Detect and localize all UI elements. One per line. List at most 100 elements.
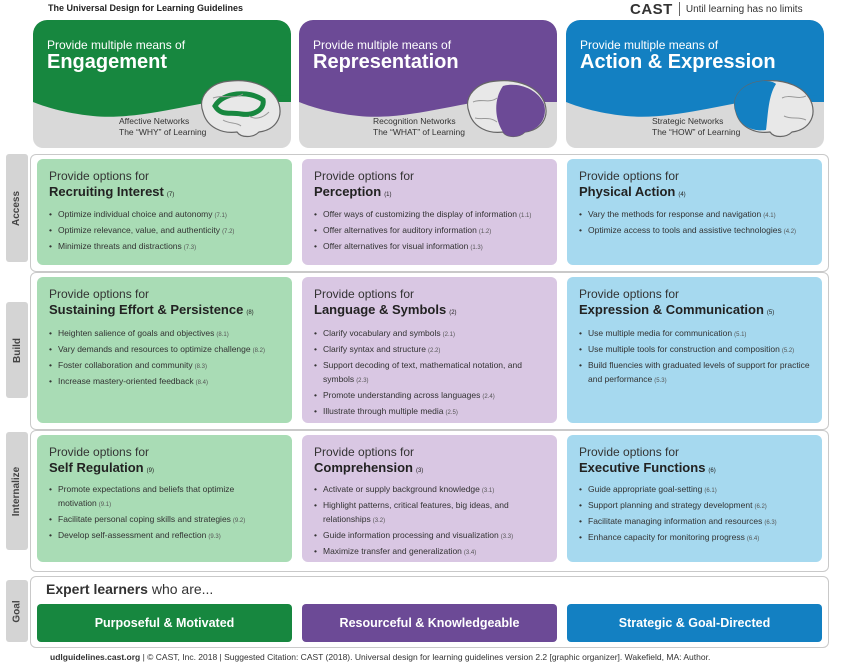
checkpoint-text: Clarify syntax and structure bbox=[323, 344, 426, 354]
checkpoint-item: Activate or supply background knowledge(… bbox=[314, 482, 524, 498]
row-label-text: Goal bbox=[11, 599, 23, 623]
checkpoint-ref: (4.2) bbox=[783, 229, 797, 235]
checkpoint-ref: (5.3) bbox=[654, 378, 667, 384]
checkpoint-ref: (7.3) bbox=[183, 245, 197, 251]
checkpoint-item: Support decoding of text, mathematical n… bbox=[314, 358, 539, 388]
guideline-title: Expression & Communication(5) bbox=[579, 302, 774, 317]
guideline-kicker: Provide options for bbox=[579, 445, 680, 459]
network-sub: The “WHAT” of Learning bbox=[373, 127, 465, 137]
footer-site-link[interactable]: udlguidelines.cast.org bbox=[50, 652, 141, 662]
checkpoint-ref: (3.3) bbox=[500, 534, 514, 540]
principle-title: Action & Expression bbox=[580, 51, 776, 73]
outcome-strategic-goal-directed: Strategic & Goal-Directed bbox=[567, 604, 822, 642]
row-label-build: Build bbox=[6, 302, 28, 398]
checkpoint-text: Maximize transfer and generalization bbox=[323, 546, 462, 556]
guideline-ref: (6) bbox=[708, 468, 716, 474]
principle-kicker: Provide multiple means of bbox=[313, 38, 452, 52]
checkpoint-item: Vary the methods for response and naviga… bbox=[579, 207, 819, 223]
guideline-title: Executive Functions(6) bbox=[579, 460, 716, 475]
checkpoint-ref: (9.1) bbox=[98, 502, 112, 508]
checkpoint-ref: (3.2) bbox=[372, 518, 386, 524]
checkpoint-ref: (1.3) bbox=[470, 245, 483, 251]
guideline-recruiting-interest: Provide options for Recruiting Interest(… bbox=[37, 159, 292, 265]
guideline-title: Self Regulation(9) bbox=[49, 460, 154, 475]
checkpoint-ref: (2.4) bbox=[482, 394, 495, 400]
checkpoint-item: Develop self-assessment and reflection(9… bbox=[49, 528, 239, 544]
checkpoint-ref: (3.1) bbox=[481, 488, 495, 494]
checkpoint-text: Increase mastery-oriented feedback bbox=[58, 376, 194, 386]
checkpoint-item: Guide information processing and visuali… bbox=[314, 528, 524, 544]
checkpoint-text: Offer ways of customizing the display of… bbox=[323, 209, 518, 219]
checkpoint-item: Guide appropriate goal-setting(6.1) bbox=[579, 482, 817, 498]
footer-text: | © CAST, Inc. 2018 | Suggested Citation… bbox=[140, 652, 711, 662]
checkpoint-ref: (2.2) bbox=[427, 348, 441, 354]
guideline-title-text: Perception bbox=[314, 184, 382, 199]
checkpoint-text: Promote understanding across languages bbox=[323, 390, 481, 400]
checkpoint-text: Guide appropriate goal-setting bbox=[588, 484, 703, 494]
guideline-physical-action: Provide options for Physical Action(4) V… bbox=[567, 159, 822, 265]
row-label-internalize: Internalize bbox=[6, 432, 28, 550]
guideline-title: Recruiting Interest(7) bbox=[49, 184, 174, 199]
checkpoint-text: Use multiple media for communication bbox=[588, 328, 733, 338]
guideline-expression-communication: Provide options for Expression & Communi… bbox=[567, 277, 822, 423]
checkpoint-item: Offer ways of customizing the display of… bbox=[314, 207, 554, 223]
brain-affective-icon bbox=[201, 80, 281, 138]
brain-strategic-icon bbox=[734, 80, 814, 138]
checkpoint-text: Support planning and strategy developmen… bbox=[588, 500, 753, 510]
checkpoint-ref: (2.1) bbox=[442, 332, 455, 338]
checkpoint-item: Use multiple media for communication(5.1… bbox=[579, 326, 814, 342]
network-sub: The “HOW” of Learning bbox=[652, 127, 741, 137]
row-label-text: Internalize bbox=[11, 466, 23, 516]
guideline-title: Comprehension(3) bbox=[314, 460, 423, 475]
checkpoint-ref: (2.5) bbox=[445, 410, 458, 416]
principle-header-engagement: Provide multiple means of Engagement Aff… bbox=[33, 20, 291, 148]
guideline-ref: (3) bbox=[415, 468, 424, 474]
checkpoint-item: Optimize individual choice and autonomy(… bbox=[49, 207, 289, 223]
checkpoint-item: Clarify syntax and structure(2.2) bbox=[314, 342, 539, 358]
guideline-ref: (9) bbox=[146, 468, 154, 474]
checkpoint-item: Illustrate through multiple media(2.5) bbox=[314, 404, 539, 420]
checkpoint-text: Promote expectations and beliefs that op… bbox=[58, 484, 235, 508]
checkpoint-ref: (6.4) bbox=[746, 536, 760, 542]
brand-name: CAST bbox=[630, 0, 673, 18]
checkpoint-list: Vary the methods for response and naviga… bbox=[579, 207, 819, 239]
guideline-title-text: Executive Functions bbox=[579, 460, 706, 475]
checkpoint-text: Facilitate managing information and reso… bbox=[588, 516, 763, 526]
checkpoint-item: Enhance capacity for monitoring progress… bbox=[579, 530, 817, 546]
guideline-kicker: Provide options for bbox=[49, 445, 150, 459]
guideline-title-text: Language & Symbols bbox=[314, 302, 447, 317]
checkpoint-text: Vary the methods for response and naviga… bbox=[588, 209, 762, 219]
guideline-title-text: Expression & Communication bbox=[579, 302, 764, 317]
network-label: Recognition Networks The “WHAT” of Learn… bbox=[373, 116, 465, 138]
document-title: The Universal Design for Learning Guidel… bbox=[48, 3, 244, 13]
principle-header-representation: Provide multiple means of Representation… bbox=[299, 20, 557, 148]
checkpoint-item: Minimize threats and distractions(7.3) bbox=[49, 239, 289, 255]
checkpoint-text: Highlight patterns, critical features, b… bbox=[323, 500, 509, 524]
checkpoint-text: Develop self-assessment and reflection bbox=[58, 530, 207, 540]
guideline-kicker: Provide options for bbox=[579, 169, 680, 183]
row-label-access: Access bbox=[6, 154, 28, 262]
principle-kicker: Provide multiple means of bbox=[580, 38, 719, 52]
checkpoint-text: Offer alternatives for visual informatio… bbox=[323, 241, 469, 251]
checkpoint-item: Highlight patterns, critical features, b… bbox=[314, 498, 524, 528]
row-label-text: Build bbox=[11, 337, 23, 363]
checkpoint-item: Use multiple tools for construction and … bbox=[579, 342, 814, 358]
principle-title: Representation bbox=[313, 51, 459, 73]
guideline-perception: Provide options for Perception(1) Offer … bbox=[302, 159, 557, 265]
checkpoint-ref: (7.1) bbox=[214, 213, 227, 219]
checkpoint-text: Offer alternatives for auditory informat… bbox=[323, 225, 477, 235]
checkpoint-ref: (6.2) bbox=[754, 504, 767, 510]
guideline-kicker: Provide options for bbox=[49, 287, 150, 301]
checkpoint-ref: (4.1) bbox=[763, 213, 776, 219]
checkpoint-ref: (8.1) bbox=[216, 332, 229, 338]
checkpoint-ref: (8.2) bbox=[252, 348, 265, 354]
goal-heading-bold: Expert learners bbox=[46, 581, 148, 597]
guideline-title-text: Self Regulation bbox=[49, 460, 144, 475]
goal-heading: Expert learners who are... bbox=[46, 581, 213, 597]
checkpoint-ref: (3.4) bbox=[463, 550, 477, 556]
checkpoint-item: Increase mastery-oriented feedback(8.4) bbox=[49, 374, 289, 390]
guideline-title: Language & Symbols(2) bbox=[314, 302, 457, 317]
checkpoint-ref: (7.2) bbox=[222, 229, 235, 235]
checkpoint-list: Clarify vocabulary and symbols(2.1) Clar… bbox=[314, 326, 539, 420]
principle-header-action-expression: Provide multiple means of Action & Expre… bbox=[566, 20, 824, 148]
